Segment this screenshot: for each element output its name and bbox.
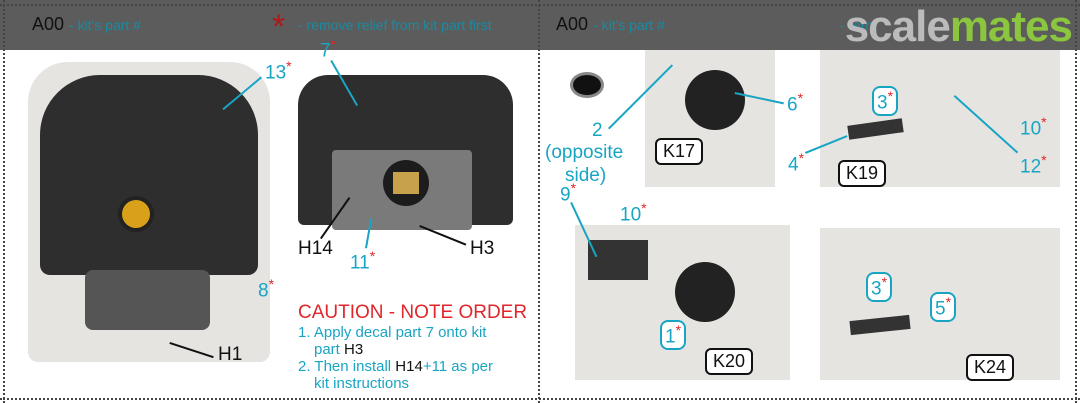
callout-10-k20: 10* (620, 200, 647, 226)
callout-3-k24: 3* (866, 272, 893, 303)
header-bar (0, 0, 1080, 50)
caution-steps: 1. Apply decal part 7 onto kit part H3 2… (298, 324, 494, 392)
kit-box-k17: K17 (655, 138, 704, 165)
opposite-side-line2: side) (565, 165, 607, 186)
callout-7: 7* (320, 36, 337, 62)
callout-12: 12* (1020, 152, 1047, 178)
instrument-panel-face (40, 75, 258, 275)
callout-11: 11* (350, 248, 376, 274)
callout-10-k19: 10* (1020, 114, 1047, 140)
caution-title: CAUTION - NOTE ORDER (298, 302, 528, 323)
kit-part-h1: H1 (218, 344, 243, 365)
frame-bottom (0, 398, 1080, 400)
scope-glass (393, 172, 419, 194)
callout-2: 2 (592, 120, 603, 141)
k17-dial (685, 70, 745, 130)
kit-box-k19: K19 (838, 160, 887, 187)
callout-6: 6* (787, 90, 804, 116)
kit-box-k24: K24 (966, 354, 1015, 381)
callout-13: 13* (265, 58, 292, 84)
callout-3-k19: 3* (872, 86, 899, 117)
callout-5: 5* (930, 292, 957, 323)
k20-dial (675, 262, 735, 322)
asterisk-icon: * (272, 8, 286, 46)
frame-right (1075, 0, 1077, 403)
callout-9: 9* (560, 180, 577, 206)
kit-part-h3: H3 (470, 238, 495, 259)
kit-box-k20: K20 (705, 348, 754, 375)
yellow-gauge (118, 196, 154, 232)
k20-panel (588, 240, 648, 280)
legend-asterisk-note: - remove relief from kit part first (298, 17, 492, 33)
scalemates-logo: scalemates (844, 2, 1073, 51)
callout-4: 4* (788, 150, 805, 176)
callout-8: 8* (258, 276, 275, 302)
frame-divider (538, 0, 540, 403)
kit-part-h14: H14 (298, 238, 333, 259)
legend-asterisk-note-right: - rem (840, 17, 873, 33)
callout-1: 1* (660, 320, 687, 351)
frame-left (3, 0, 5, 403)
legend-part-left: A00 - kit's part # (32, 14, 141, 34)
legend-part-right: A00 - kit's part # (556, 14, 665, 34)
part-2-icon (570, 72, 604, 98)
opposite-side-line1: (opposite (545, 142, 624, 163)
lower-panel (85, 270, 210, 330)
